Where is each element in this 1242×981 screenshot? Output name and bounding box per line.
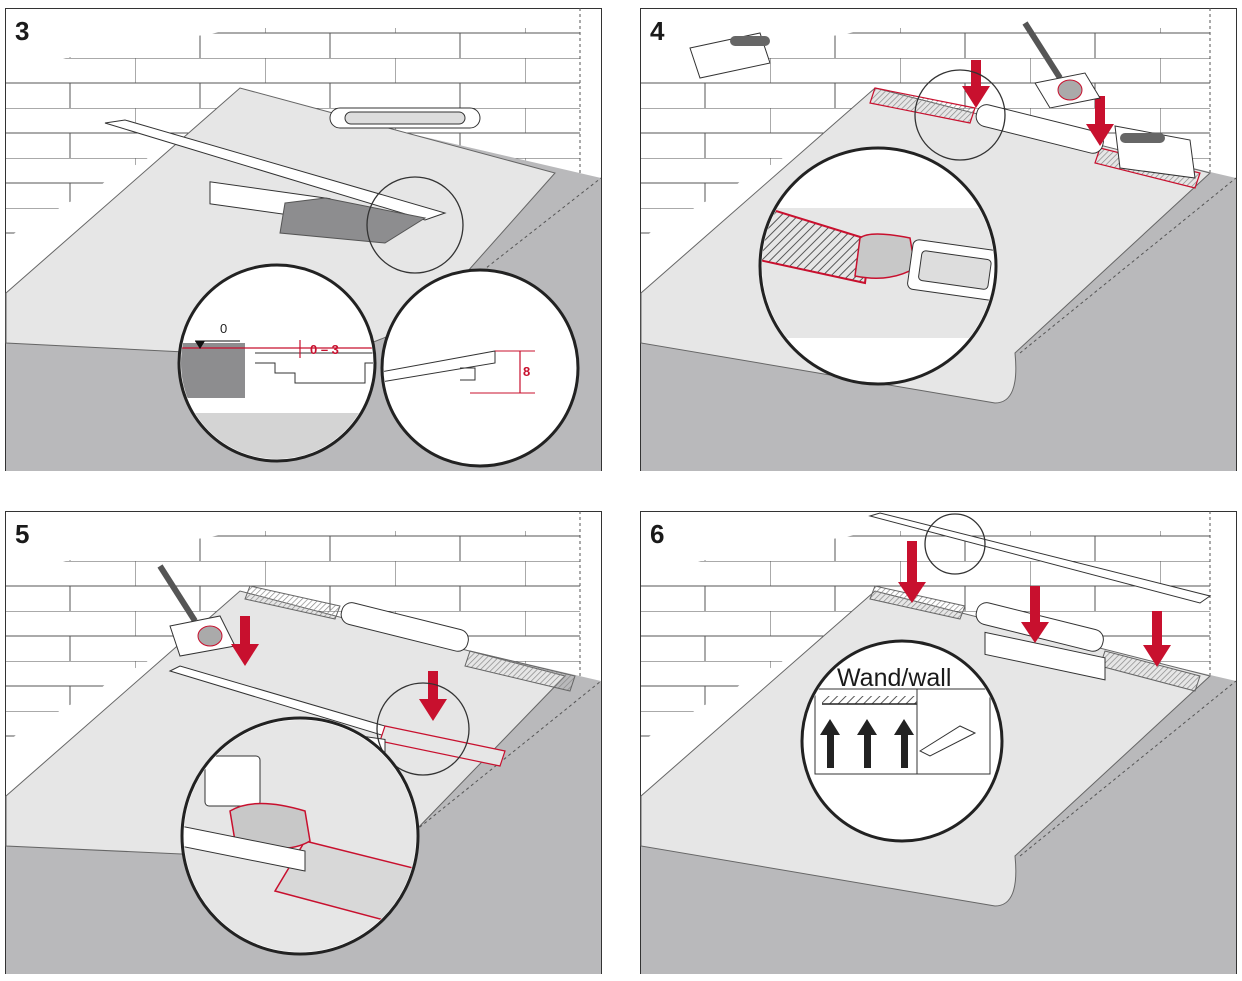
height-label: 8 (523, 364, 530, 379)
tile-section (181, 343, 245, 398)
step-6-illustration: Wand/wall 6 (640, 511, 1237, 974)
detail-right (380, 268, 580, 468)
trowel-icon (1022, 21, 1101, 109)
notched-trowel-icon (1114, 125, 1196, 179)
zoom-circle (366, 176, 464, 274)
zoom-circle (914, 69, 1006, 161)
wall-label: Wand/wall (837, 664, 951, 692)
up-arrow-icon (857, 719, 877, 768)
step-number: 3 (15, 16, 29, 46)
down-arrow-icon (898, 541, 926, 603)
step-3-illustration: 0 0 – 3 8 3 (5, 8, 602, 471)
notched-trowel-icon (689, 32, 771, 79)
step-number: 4 (650, 16, 665, 46)
left-wall (6, 28, 245, 238)
step-5-panel: 5 (5, 511, 602, 974)
trowel-icon (157, 564, 236, 657)
step-4-panel: 4 (640, 8, 1237, 471)
channel-profile (104, 119, 447, 221)
down-arrow-icon (1086, 96, 1114, 146)
level-marker-icon (195, 341, 205, 349)
step-3-panel: 0 0 – 3 8 3 (5, 8, 602, 471)
down-arrow-icon (1021, 586, 1049, 643)
step-number: 5 (15, 519, 29, 549)
detail-left (177, 263, 377, 463)
down-arrow-icon (419, 671, 447, 721)
detail-joint (180, 716, 420, 956)
tolerance-label: 0 – 3 (310, 342, 339, 357)
zoom-circle (924, 513, 986, 575)
step-5-illustration: 5 (5, 511, 602, 974)
level-mark-label: 0 (220, 321, 227, 336)
down-arrow-icon (231, 616, 259, 666)
down-arrow-icon (1143, 611, 1171, 667)
down-arrow-icon (962, 60, 990, 108)
up-arrow-icon (894, 719, 914, 768)
step-6-panel: Wand/wall 6 (640, 511, 1237, 974)
step-number: 6 (650, 519, 664, 549)
zoom-circle (376, 682, 470, 776)
detail-strip (758, 146, 998, 386)
step-4-illustration: 4 (640, 8, 1237, 471)
up-arrow-icon (820, 719, 840, 768)
back-wall (245, 28, 580, 176)
tile (279, 197, 427, 244)
